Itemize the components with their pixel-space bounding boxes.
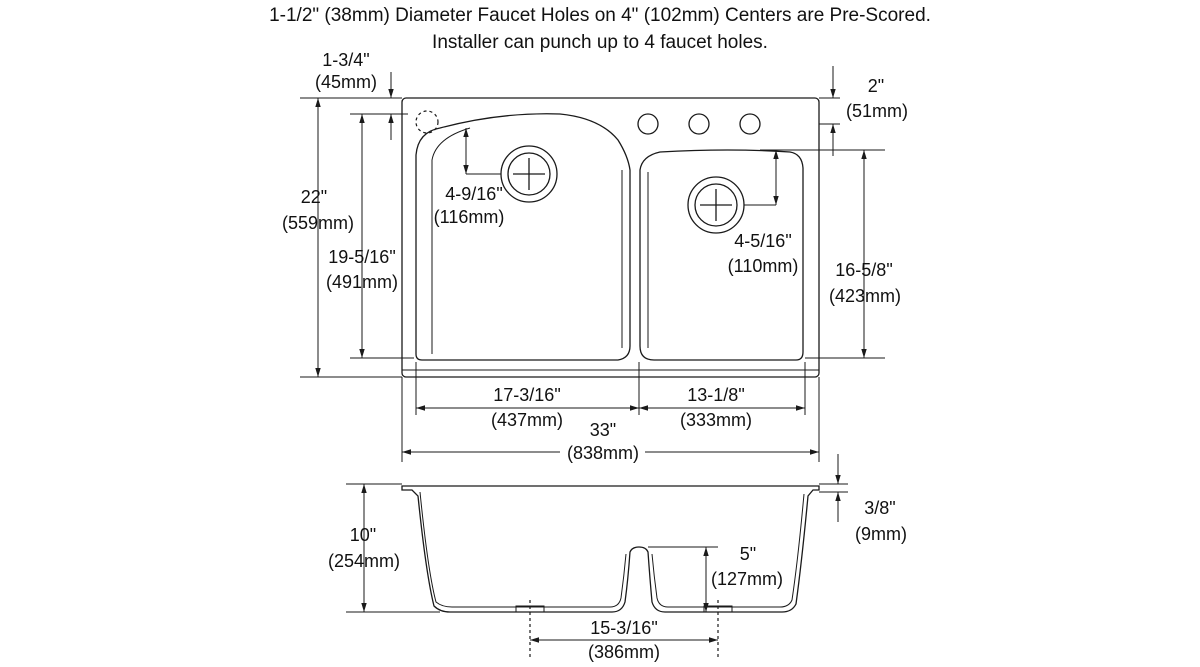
- faucet-hole: [739, 113, 761, 135]
- drain-spacing-mm: (386mm): [588, 642, 660, 662]
- right-bowl-outline: [639, 149, 804, 361]
- sink-outer-outline: [401, 97, 820, 378]
- left-drain-dim-mm: (116mm): [434, 207, 505, 227]
- overall-depth-mm: (559mm): [282, 213, 354, 233]
- overall-width-mm: (838mm): [567, 443, 639, 463]
- right-bowl-depth-in: 16-5/8": [835, 260, 892, 280]
- bowl-height-in: 10": [350, 525, 376, 545]
- right-bowl-width-mm: (333mm): [680, 410, 752, 430]
- right-drain-icon: [687, 176, 745, 234]
- left-bowl-width-in: 17-3/16": [493, 385, 560, 405]
- faucet-note-line2: Installer can punch up to 4 faucet holes…: [432, 32, 768, 53]
- top-right-dim-mm: (51mm): [846, 101, 908, 121]
- divider-dim-mm: (127mm): [711, 569, 783, 589]
- left-bowl-width-mm: (437mm): [491, 410, 563, 430]
- sink-profile-outline: [401, 485, 820, 613]
- bowl-height-mm: (254mm): [328, 551, 400, 571]
- faucet-hole: [637, 113, 659, 135]
- right-drain-dim-in: 4-5/16": [734, 231, 791, 251]
- sink-side-view: [346, 454, 848, 660]
- left-drain-dim-in: 4-9/16": [445, 184, 502, 204]
- overall-depth-in: 22": [301, 187, 327, 207]
- left-drain-icon: [500, 145, 558, 203]
- right-bowl-width-in: 13-1/8": [687, 385, 744, 405]
- faucet-hole: [688, 113, 710, 135]
- top-right-dim-in: 2": [868, 76, 884, 96]
- rim-dim-in: 3/8": [864, 498, 895, 518]
- left-bowl-depth-in: 19-5/16": [328, 247, 395, 267]
- drain-spacing-in: 15-3/16": [590, 618, 657, 638]
- left-bowl-depth-mm: (491mm): [326, 272, 398, 292]
- top-edge-dim-mm: (45mm): [315, 72, 377, 92]
- right-drain-dim-mm: (110mm): [728, 256, 799, 276]
- rim-dim-mm: (9mm): [855, 524, 907, 544]
- divider-dim-in: 5": [740, 544, 756, 564]
- faucet-note-line1: 1-1/2" (38mm) Diameter Faucet Holes on 4…: [269, 5, 931, 26]
- right-bowl-depth-mm: (423mm): [829, 286, 901, 306]
- sink-top-view: [300, 66, 885, 462]
- overall-width-in: 33": [590, 420, 616, 440]
- left-bowl-outline: [415, 113, 631, 361]
- top-edge-dim-in: 1-3/4": [322, 50, 369, 70]
- faucet-hole-scored: [415, 110, 439, 134]
